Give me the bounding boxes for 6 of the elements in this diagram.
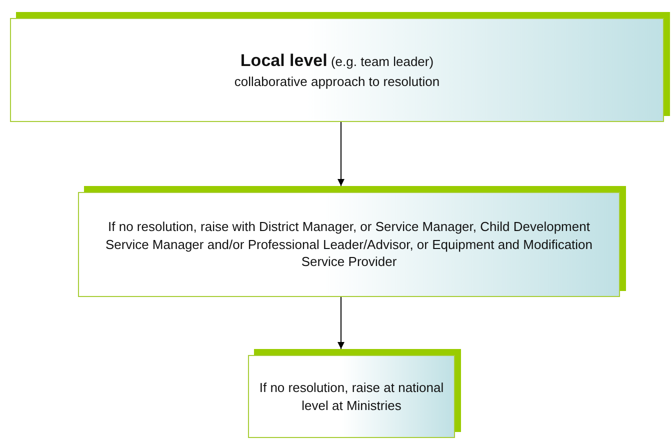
box-text: If no resolution, raise at national level at Ministries [259,378,444,414]
arrow [338,296,344,350]
box-text: If no resolution, raise with District Manager, or Service Manager, Child Development Service Manager and/or Professional Leader/Advisor, or Equipment and Modification Service Provider [104,218,594,271]
box-text: collaborative approach to resolution [234,72,440,90]
arrow [338,122,344,186]
box-heading: Local level (e.g. team leader) [240,50,434,72]
